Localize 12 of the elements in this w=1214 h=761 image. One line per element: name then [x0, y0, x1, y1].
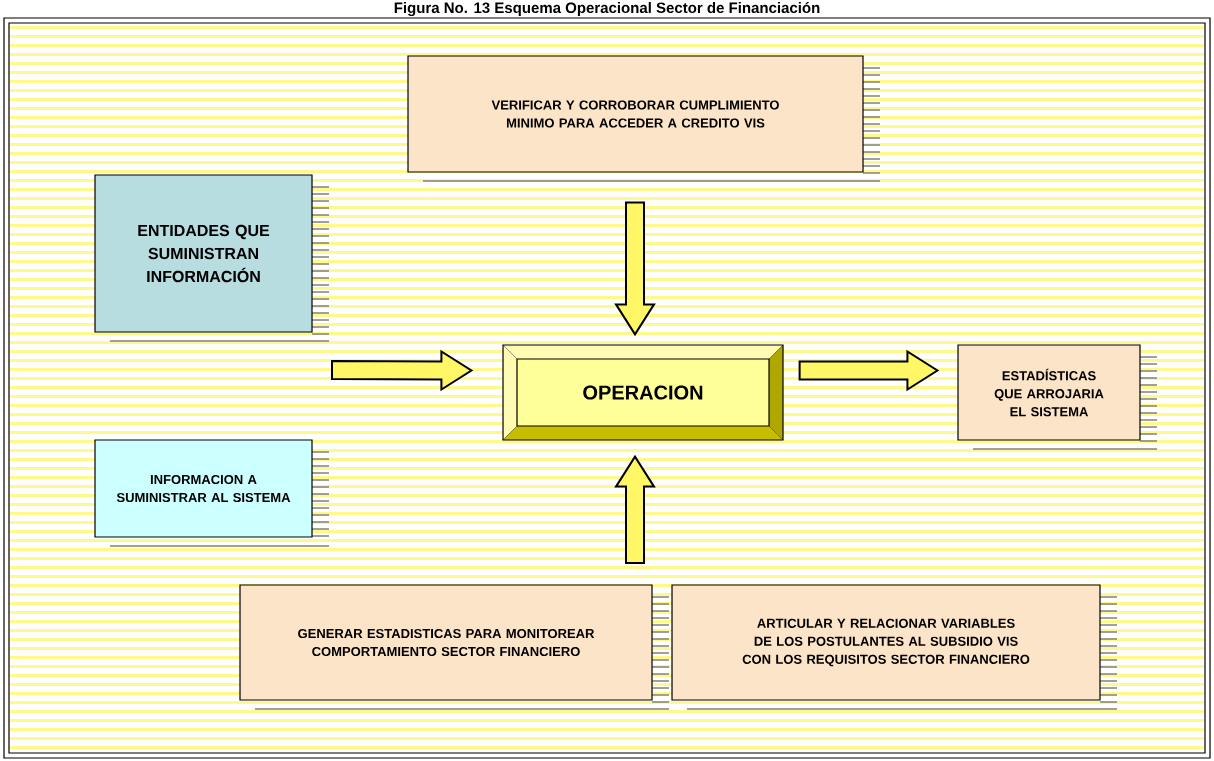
process-box: ENTIDADES QUE SUMINISTRAN INFORMACIÓN	[94, 174, 330, 342]
block-arrow	[614, 454, 656, 564]
process-box: GENERAR ESTADISTICAS PARA MONITOREAR COMPORTAMIENTO SECTOR FINANCIERO	[239, 584, 670, 710]
operation-box: OPERACION	[502, 344, 784, 441]
process-box: ESTADÍSTICAS QUE ARROJARIA EL SISTEMA	[957, 344, 1158, 450]
process-box: ARTICULAR Y RELACIONAR VARIABLES DE LOS POSTULANTES AL SUBSIDIO VIS CON LOS REQUISITOS SECTOR FINANCIERO	[671, 584, 1118, 710]
process-box: INFORMACION A SUMINISTRAR AL SISTEMA	[94, 439, 330, 547]
process-box: VERIFICAR Y CORROBORAR CUMPLIMIENTO MINIMO PARA ACCEDER A CREDITO VIS	[407, 55, 881, 182]
block-arrow	[798, 349, 940, 392]
block-arrow	[331, 349, 474, 392]
block-arrow	[614, 201, 656, 337]
figure-title: Figura No. 13 Esquema Operacional Sector de Financiación	[394, 1, 820, 17]
